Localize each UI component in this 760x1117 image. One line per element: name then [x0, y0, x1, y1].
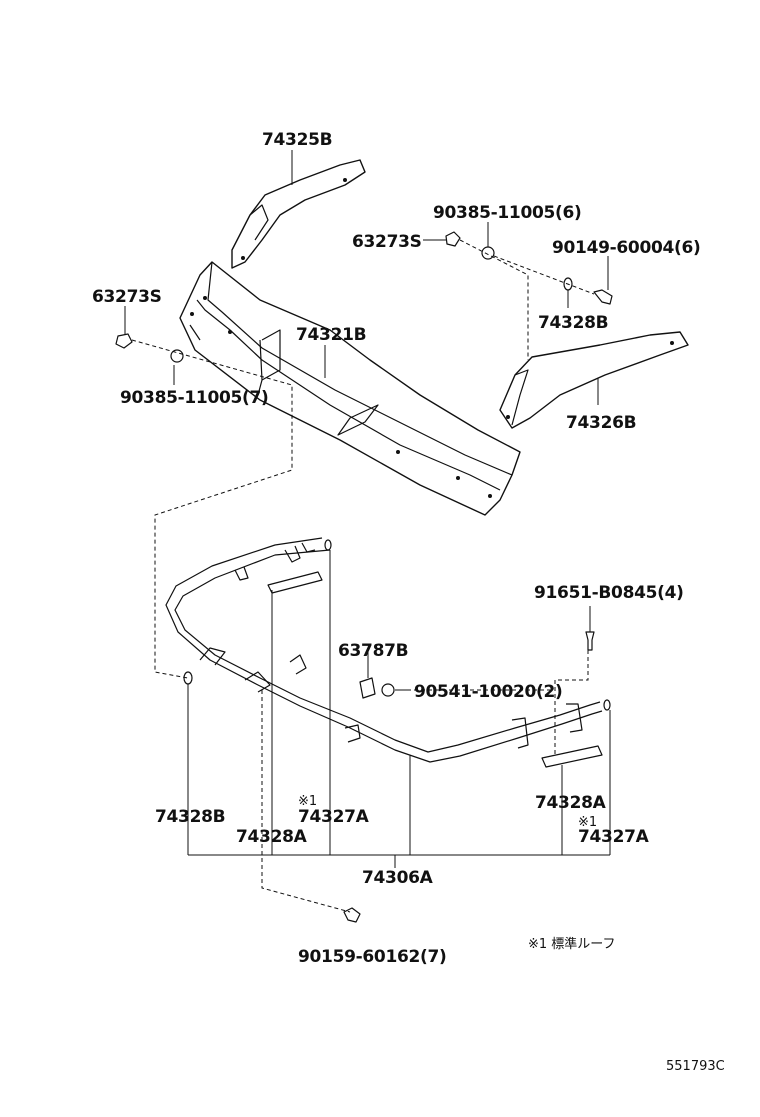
visor-center-part [179, 261, 521, 516]
hardware-parts [115, 231, 613, 923]
label-bolt-top: 91651-B0845(4) [534, 583, 684, 603]
label-nut-center: 90541-10020(2) [414, 682, 563, 702]
label-note-mark-left: ※1 [298, 794, 317, 809]
label-nut-left: 90385-11005(7) [120, 388, 269, 408]
label-visor-center: 74321B [296, 325, 366, 345]
label-screw-right: 90149-60004(6) [552, 238, 701, 258]
visor-right-end-part [499, 331, 689, 429]
visor-left-end-part [231, 159, 366, 269]
label-bracket-assy: 74306A [362, 868, 434, 888]
label-nut-right: 90385-11005(6) [433, 203, 582, 223]
leader-lines [124, 150, 611, 913]
label-stay-right: 74328A [535, 793, 607, 813]
bracket-assy-part [165, 537, 603, 768]
legend-note: ※1 標準ルーフ [528, 936, 616, 952]
label-grommet: 63787B [338, 641, 408, 661]
label-clip-right: 63273S [352, 232, 422, 252]
label-screw-bottom: 90159-60162(7) [298, 947, 447, 967]
label-stay-left: 74328A [236, 827, 308, 847]
label-clip-left: 63273S [92, 287, 162, 307]
label-bracket-note-right: 74327A [578, 827, 650, 847]
label-spacer-left: 74328B [155, 807, 225, 827]
label-visor-right-end: 74326B [566, 413, 636, 433]
label-note-mark-right: ※1 [578, 815, 597, 830]
label-bracket-note-left: 74327A [298, 807, 370, 827]
drawing-id: 551793C [666, 1059, 725, 1074]
label-visor-left-end: 74325B [262, 130, 332, 150]
label-spacer-upper: 74328B [538, 313, 608, 333]
